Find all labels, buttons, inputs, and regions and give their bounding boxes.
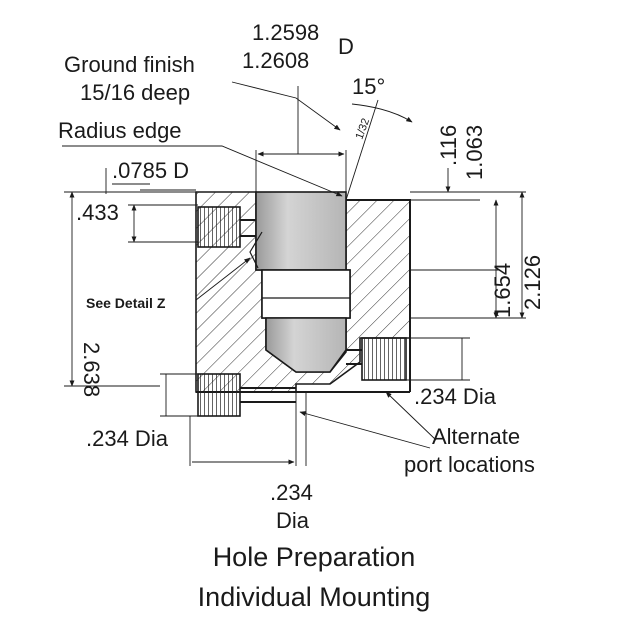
caption-line1: Hole Preparation [213,542,416,572]
alternate-label-line1: Alternate [432,424,520,449]
main-bore [249,191,351,373]
dim-433-label: .433 [76,200,119,225]
right-port-dia-label: .234 Dia [414,384,497,409]
bottom-dim-label: .234 [270,480,313,505]
dim-116-label: .116 [436,125,461,166]
dim-1654-label: 1.654 [490,263,515,318]
bottom-dia-label: Dia [276,508,310,533]
bore-lower-tolerance: 1.2608 [242,48,309,73]
bore-upper-tolerance: 1.2598 [252,20,319,45]
bore-diameter-suffix: D [338,34,354,59]
dimension-lines [62,81,526,466]
alternate-label-line2: port locations [404,452,535,477]
depth-label: 15/16 deep [80,80,190,105]
dim-1063-label: 1.063 [462,125,487,180]
port-upper-left [197,206,256,248]
angle-small-label: 1/32 [354,117,373,141]
small-bore-label: .0785 D [112,158,189,183]
port-lower-left [197,373,296,417]
radius-edge-label: Radius edge [58,118,182,143]
ground-finish-label: Ground finish [64,52,195,77]
left-port-dia-label: .234 Dia [86,426,169,451]
port-right [346,337,407,381]
caption-line2: Individual Mounting [198,582,431,612]
angle-label: 15° [352,74,385,99]
dim-2126-label: 2.126 [520,255,545,310]
dim-2638-label: 2.638 [79,342,104,397]
see-detail-label: See Detail Z [86,295,166,311]
